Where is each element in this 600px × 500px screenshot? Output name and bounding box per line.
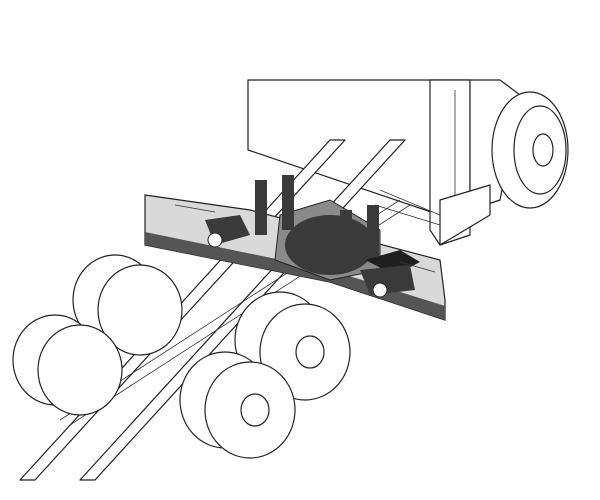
plow-mount [174,175,436,298]
rear-wheels [12,254,351,459]
front-wheel [491,91,569,209]
